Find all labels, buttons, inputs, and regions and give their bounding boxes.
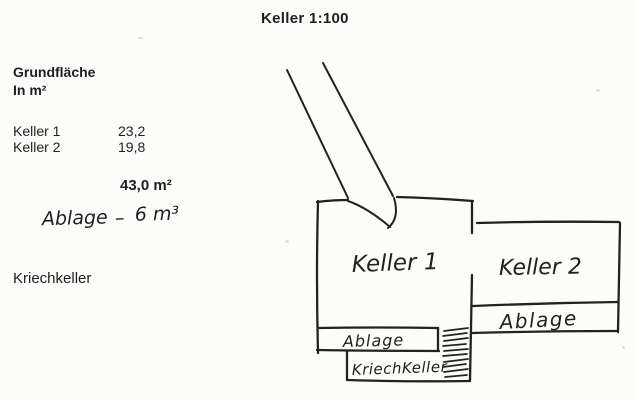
door-leaf: [347, 200, 391, 228]
keller2-ablage-strip-bottom: [470, 329, 619, 335]
hatch-stroke: [444, 374, 468, 378]
scan-speck: [285, 240, 289, 243]
ablage-strip-label: Ablage: [497, 306, 578, 334]
middle-wall-lower: [468, 273, 474, 382]
keller1-wall-top-left: [315, 198, 350, 204]
hatch-stroke: [443, 327, 469, 332]
kriechkeller-box-label: KriechKeller: [352, 358, 448, 379]
hatch-stroke: [442, 332, 468, 337]
keller2-wall-right: [616, 221, 622, 334]
ablage-box-bottom: [315, 348, 441, 353]
scan-speck: [138, 37, 143, 39]
corridor-wall-right: [322, 62, 394, 197]
keller1-wall-top-right: [395, 195, 475, 203]
hatch-stroke: [443, 348, 469, 352]
keller1-wall-left: [315, 199, 320, 355]
legend-row-label: Keller 1: [13, 123, 61, 139]
ablage-box: [315, 326, 441, 353]
entrance-corridor: [286, 62, 394, 199]
room1-label: Keller 1: [351, 249, 439, 278]
hatch-stroke: [443, 337, 469, 342]
hatch-stroke: [443, 358, 469, 363]
hatch-stroke: [442, 343, 467, 347]
legend-kriechkeller-label: Kriechkeller: [13, 270, 92, 287]
scan-speck: [622, 346, 625, 349]
legend-row-value: 23,2: [118, 123, 146, 139]
hatch-stroke: [443, 368, 469, 373]
scan-speck: [596, 89, 600, 92]
ablage-box-top: [316, 326, 440, 330]
keller2-walls: [470, 220, 622, 335]
room2-label: Keller 2: [499, 255, 582, 281]
kriechkeller-wall-bottom: [345, 378, 472, 383]
stairs-hatching: [442, 327, 469, 378]
legend-heading: Grundfläche In m²: [13, 64, 96, 98]
keller2-wall-bottom: [471, 300, 620, 308]
door-swing: [347, 197, 397, 229]
ablage-box-label: Ablage: [342, 330, 405, 351]
kriechkeller-box: [345, 349, 472, 383]
keller1-walls: [315, 195, 475, 382]
door-arc: [387, 197, 397, 229]
page-title: Keller 1:100: [261, 10, 349, 27]
hatch-stroke: [442, 353, 468, 357]
keller2-wall-top: [475, 220, 621, 225]
legend-total: 43,0 m²: [120, 177, 172, 194]
hatch-stroke: [442, 363, 467, 368]
legend-row-label: Keller 2: [13, 139, 61, 155]
plan-labels: Keller 1 Keller 2 Ablage Ablage KriechKe…: [342, 249, 582, 379]
legend-row-value: 19,8: [118, 139, 146, 155]
corridor-wall-left: [286, 69, 349, 199]
